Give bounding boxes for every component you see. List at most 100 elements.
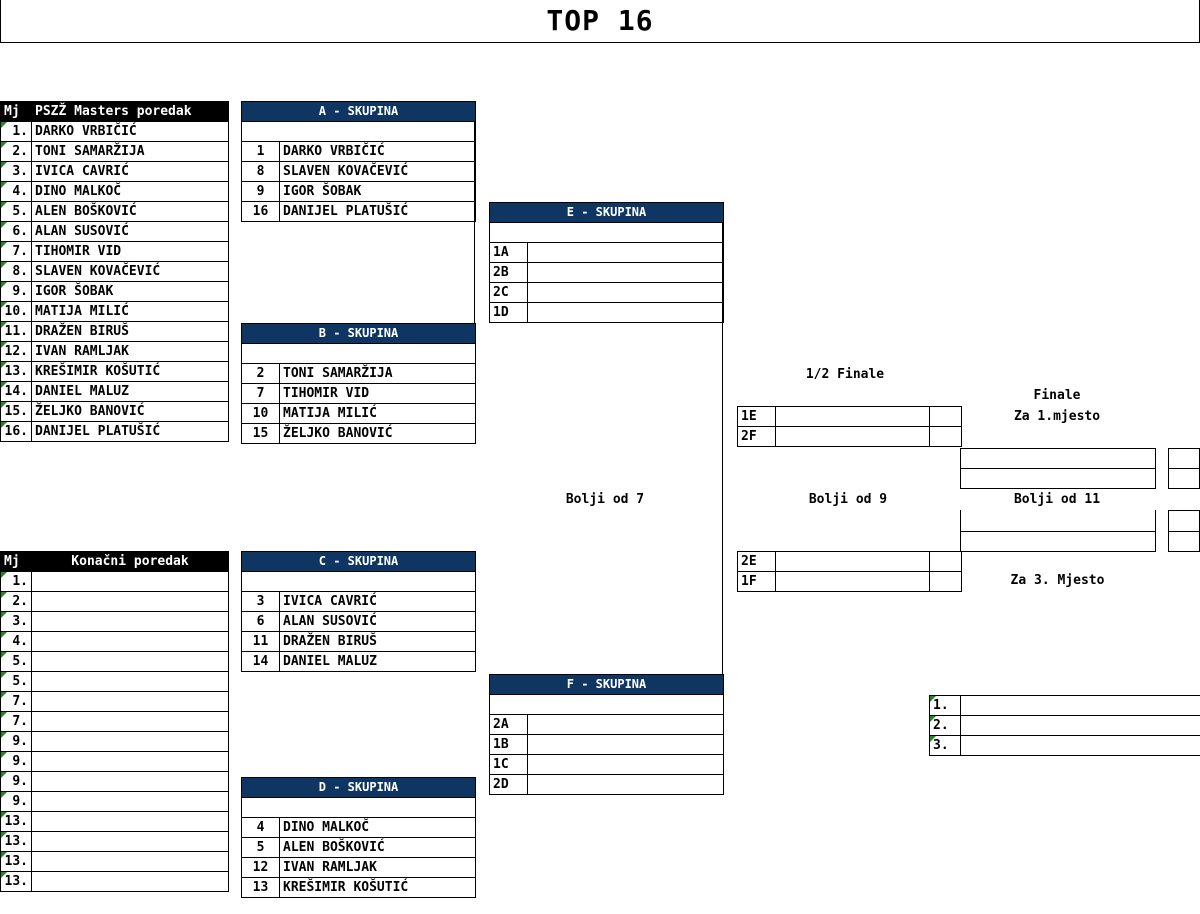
masters-row: 5.ALEN BOŠKOVIĆ: [0, 201, 229, 222]
final-player-slot: [31, 691, 229, 712]
final-player-slot: [31, 631, 229, 652]
podium-player-slot: [960, 735, 1200, 756]
final-standings-row: 7.: [0, 691, 229, 712]
semi-player-slot: [775, 406, 930, 427]
connector-e-f: [722, 222, 723, 674]
final-rank: 13.: [0, 811, 32, 832]
masters-row: 1.DARKO VRBIČIĆ: [0, 121, 229, 142]
masters-player-name: DANIJEL PLATUŠIĆ: [31, 421, 229, 442]
masters-player-name: IVICA CAVRIĆ: [31, 161, 229, 182]
group-header: A - SKUPINA: [240, 101, 477, 122]
group-seed: 14: [241, 651, 280, 672]
final-player-slot: [31, 811, 229, 832]
masters-row: 14.DANIEL MALUZ: [0, 381, 229, 402]
final-player-slot: [31, 591, 229, 612]
group-header: F - SKUPINA: [488, 674, 725, 695]
group-player-name: DANIEL MALUZ: [278, 651, 477, 672]
qualifier-player-slot: [526, 754, 725, 775]
podium-table: 1.2.3.: [929, 695, 1200, 756]
masters-row: 8.SLAVEN KOVAČEVIĆ: [0, 261, 229, 282]
masters-rank: 1.: [0, 121, 32, 142]
final-rank: 9.: [0, 791, 32, 812]
final-1st-score-a: [1168, 448, 1200, 469]
group-seed: 7: [241, 383, 280, 404]
semi-seed: 2F: [737, 426, 776, 447]
semi-seed: 1E: [737, 406, 776, 427]
podium-row: 3.: [929, 735, 1200, 756]
group-seed: 10: [241, 403, 280, 424]
masters-player-name: IGOR ŠOBAK: [31, 281, 229, 302]
masters-row: 9.IGOR ŠOBAK: [0, 281, 229, 302]
semi-score-slot: [929, 551, 962, 572]
final-standings-row: 1.: [0, 571, 229, 592]
group-player-name: TONI SAMARŽIJA: [278, 363, 477, 384]
first-place-label: Za 1.mjesto: [1013, 409, 1101, 424]
final-rank: 5.: [0, 671, 32, 692]
masters-player-name: MATIJA MILIĆ: [31, 301, 229, 322]
final-player-slot: [31, 751, 229, 772]
final-rank: 9.: [0, 751, 32, 772]
masters-row: 12.IVAN RAMLJAK: [0, 341, 229, 362]
final-standings-row: 2.: [0, 591, 229, 612]
final-standings-row: 7.: [0, 711, 229, 732]
final-player-slot: [31, 651, 229, 672]
qualifier-code: 2D: [489, 774, 528, 795]
semi-player-slot: [775, 551, 930, 572]
masters-row: 6.ALAN SUSOVIĆ: [0, 221, 229, 242]
group-seed: 3: [241, 591, 280, 612]
masters-rank: 16.: [0, 421, 32, 442]
group-player-name: KREŠIMIR KOŠUTIĆ: [278, 877, 477, 898]
final-1st-player-b: [960, 468, 1156, 489]
final-rank: 7.: [0, 711, 32, 732]
final-standings-row: 13.: [0, 831, 229, 852]
final-rank: 2.: [0, 591, 32, 612]
third-place-label: Za 3. Mjesto: [1010, 573, 1105, 588]
final-header-title: Konačni poredak: [31, 551, 229, 572]
masters-rank: 3.: [0, 161, 32, 182]
final-player-slot: [31, 791, 229, 812]
semi-player-slot: [775, 571, 930, 592]
group-spacer-row: [240, 797, 477, 818]
group-seed: 16: [241, 201, 280, 222]
podium-rank: 3.: [929, 735, 961, 756]
better-than-9-label: Bolji od 9: [808, 492, 888, 507]
masters-player-name: DINO MALKOČ: [31, 181, 229, 202]
final-player-slot: [31, 771, 229, 792]
group-seed: 6: [241, 611, 280, 632]
final-3rd-score-b: [1168, 531, 1200, 552]
final-3rd-left-edge: [960, 510, 961, 532]
masters-row: 3.IVICA CAVRIĆ: [0, 161, 229, 182]
qualifier-code: 2B: [489, 262, 528, 283]
group-header: D - SKUPINA: [240, 777, 477, 798]
final-rank: 1.: [0, 571, 32, 592]
group-row: 1D: [489, 302, 725, 323]
final-header-mj: Mj: [0, 551, 32, 572]
group-spacer-row: [240, 343, 477, 364]
masters-player-name: DANIEL MALUZ: [31, 381, 229, 402]
masters-header-title: PSZŽ Masters poredak: [31, 101, 229, 122]
group-player-name: DRAŽEN BIRUŠ: [278, 631, 477, 652]
group-player-name: DANIJEL PLATUŠIĆ: [278, 201, 477, 222]
group-player-name: IVICA CAVRIĆ: [278, 591, 477, 612]
group-seed: 8: [241, 161, 280, 182]
final-standings-row: 13.: [0, 811, 229, 832]
final-standings-row: 9.: [0, 771, 229, 792]
qualifier-code: 1A: [489, 242, 528, 263]
masters-rank: 8.: [0, 261, 32, 282]
masters-row: 15.ŽELJKO BANOVIĆ: [0, 401, 229, 422]
